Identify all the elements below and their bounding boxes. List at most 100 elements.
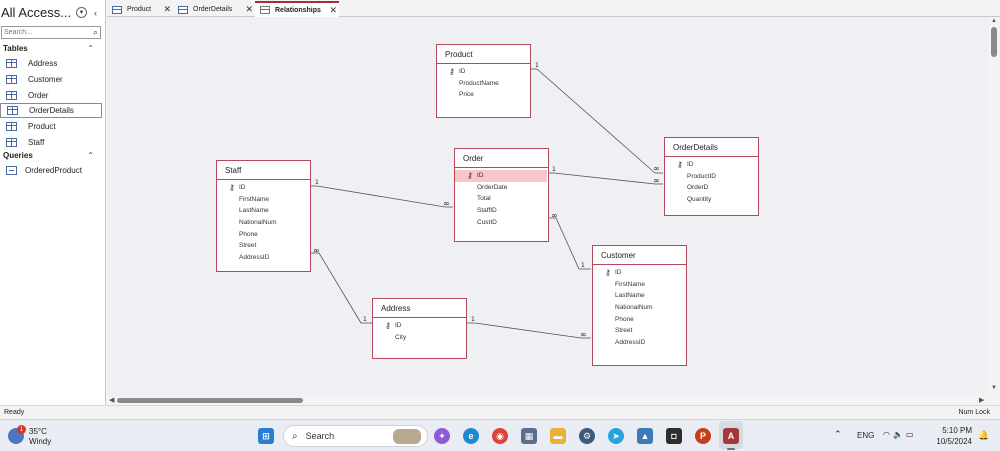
field-row[interactable]: Phone <box>615 315 634 323</box>
field-row[interactable]: LastName <box>615 292 645 300</box>
field-row-selected[interactable]: ⚷ID <box>455 170 547 182</box>
vertical-scrollbar[interactable]: ▲ ▼ <box>988 17 1000 396</box>
field-row[interactable]: NationalNum <box>239 219 277 227</box>
field-row[interactable]: FirstName <box>615 280 645 288</box>
tab-relationships[interactable]: Relationships ✕ <box>255 1 339 17</box>
field-row[interactable]: ⚷ID <box>677 160 694 169</box>
table-title[interactable]: OrderDetails <box>665 138 758 157</box>
field-row[interactable]: ⚷ID <box>385 321 402 330</box>
table-customer[interactable]: Customer ⚷ID FirstName LastName National… <box>592 245 687 366</box>
field-row[interactable]: ProductID <box>687 172 716 180</box>
file-explorer-icon[interactable]: ▬ <box>550 428 566 444</box>
field-row[interactable]: ⚷ID <box>605 268 622 277</box>
edge-icon[interactable]: e <box>463 428 479 444</box>
nav-item-orderdetails[interactable]: OrderDetails <box>0 103 102 118</box>
nav-item-order[interactable]: Order <box>0 88 102 103</box>
copilot-icon[interactable]: ✦ <box>434 428 450 444</box>
scroll-left-arrow-icon[interactable]: ◀ <box>109 397 115 404</box>
taskbar-search[interactable]: ⌕ Search <box>283 425 428 447</box>
field-row[interactable]: OrderDate <box>477 183 508 191</box>
chevron-up-icon[interactable]: ⌃ <box>87 151 94 160</box>
field-row[interactable]: Total <box>477 195 491 203</box>
chevron-up-icon[interactable]: ⌃ <box>834 429 842 439</box>
table-icon <box>178 5 188 14</box>
field-row[interactable]: ⚷ID <box>449 67 466 76</box>
field-row[interactable]: NationalNum <box>615 304 653 312</box>
field-row[interactable]: ⚷ID <box>229 183 246 192</box>
table-title[interactable]: Staff <box>217 161 310 180</box>
store-icon[interactable]: ▦ <box>521 428 537 444</box>
clock[interactable]: 5:10 PM 10/5/2024 <box>935 425 972 447</box>
table-title[interactable]: Address <box>373 299 466 318</box>
key-icon: ⚷ <box>677 160 683 169</box>
scroll-down-arrow-icon[interactable]: ▼ <box>991 385 997 391</box>
nav-title[interactable]: All Access... <box>1 4 72 20</box>
table-staff[interactable]: Staff ⚷ID FirstName LastName NationalNum… <box>216 160 311 272</box>
weather-widget[interactable]: 1 35°C Windy <box>8 425 88 447</box>
group-header-tables[interactable]: Tables ⌃ <box>0 42 104 55</box>
field-row[interactable]: Street <box>239 242 257 250</box>
field-row[interactable]: Quantity <box>687 196 712 204</box>
nav-item-staff[interactable]: Staff <box>0 135 102 150</box>
table-address[interactable]: Address ⚷ID City <box>372 298 467 359</box>
field-row[interactable]: ProductName <box>459 79 499 87</box>
table-order[interactable]: Order ⚷ID OrderDate Total StaffID CustID <box>454 148 549 242</box>
access-icon[interactable]: A <box>723 428 739 444</box>
system-tray-icons[interactable]: ◠🔈▭ <box>883 430 917 439</box>
cardinality-one: 1 <box>552 166 556 173</box>
table-orderdetails[interactable]: OrderDetails ⚷ID ProductID OrderD Quanti… <box>664 137 759 216</box>
field-row[interactable]: FirstName <box>239 195 269 203</box>
field-row[interactable]: Phone <box>239 230 258 238</box>
chrome-icon[interactable]: ◉ <box>492 428 508 444</box>
table-title[interactable]: Order <box>455 149 548 168</box>
cardinality-many: ∞ <box>653 176 660 185</box>
horizontal-scroll-thumb[interactable] <box>117 398 303 403</box>
field-row[interactable]: LastName <box>239 207 269 215</box>
navigation-pane: All Access... ▼ ‹ ⌕ Tables ⌃ Address Cus… <box>0 0 106 405</box>
field-row[interactable]: StaffID <box>477 207 497 215</box>
app-icon[interactable]: ◘ <box>666 428 682 444</box>
settings-gear-icon[interactable]: ⚙ <box>579 428 595 444</box>
notification-bell-icon[interactable]: 🔔 <box>978 430 990 440</box>
chevron-up-icon[interactable]: ⌃ <box>87 44 94 53</box>
scroll-right-arrow-icon[interactable]: ▶ <box>979 397 985 404</box>
field-row[interactable]: Price <box>459 91 474 99</box>
field-row[interactable]: Street <box>615 327 633 335</box>
group-label: Queries <box>3 151 33 160</box>
field-row[interactable]: City <box>395 333 407 341</box>
nav-item-customer[interactable]: Customer <box>0 72 102 87</box>
close-icon[interactable]: ✕ <box>245 4 253 14</box>
windows-start-icon[interactable]: ⊞ <box>258 428 274 444</box>
chevron-left-icon[interactable]: ‹ <box>94 7 97 18</box>
nav-item-address[interactable]: Address <box>0 56 102 71</box>
table-product[interactable]: Product ⚷ID ProductName Price <box>436 44 531 118</box>
scroll-up-arrow-icon[interactable]: ▲ <box>991 18 997 24</box>
horizontal-scrollbar[interactable]: ◀ ▶ <box>107 396 988 405</box>
field-row[interactable]: AddressID <box>239 253 270 261</box>
search-icon[interactable]: ⌕ <box>92 27 98 37</box>
close-icon[interactable]: ✕ <box>329 4 337 15</box>
field-row[interactable]: CustID <box>477 218 497 226</box>
group-header-queries[interactable]: Queries ⌃ <box>0 149 104 162</box>
tab-orderdetails[interactable]: OrderDetails ✕ <box>173 2 255 17</box>
nav-item-orderedproduct[interactable]: OrderedProduct <box>0 163 102 178</box>
key-icon: ⚷ <box>229 183 235 192</box>
photos-icon[interactable]: ▲ <box>637 428 653 444</box>
table-title[interactable]: Product <box>437 45 530 64</box>
telegram-icon[interactable]: ➤ <box>608 428 624 444</box>
cardinality-many: ∞ <box>443 199 450 208</box>
chevron-down-icon[interactable]: ▼ <box>76 7 87 18</box>
tab-product[interactable]: Product ✕ <box>107 2 173 17</box>
field-row[interactable]: AddressID <box>615 338 646 346</box>
close-icon[interactable]: ✕ <box>163 4 171 14</box>
language-indicator[interactable]: ENG <box>857 431 875 440</box>
table-title[interactable]: Customer <box>593 246 686 265</box>
powerpoint-icon[interactable]: P <box>695 428 711 444</box>
search-input[interactable] <box>2 27 86 38</box>
field-row[interactable]: OrderD <box>687 184 709 192</box>
nav-item-product[interactable]: Product <box>0 119 102 134</box>
cardinality-one: 1 <box>315 179 319 186</box>
vertical-scroll-thumb[interactable] <box>991 27 997 57</box>
relationships-canvas[interactable]: 1 ∞ 1 ∞ 1 ∞ 1 ∞ 1 ∞ 1 ∞ Product ⚷ID Prod… <box>107 17 988 396</box>
key-icon: ⚷ <box>385 321 391 330</box>
